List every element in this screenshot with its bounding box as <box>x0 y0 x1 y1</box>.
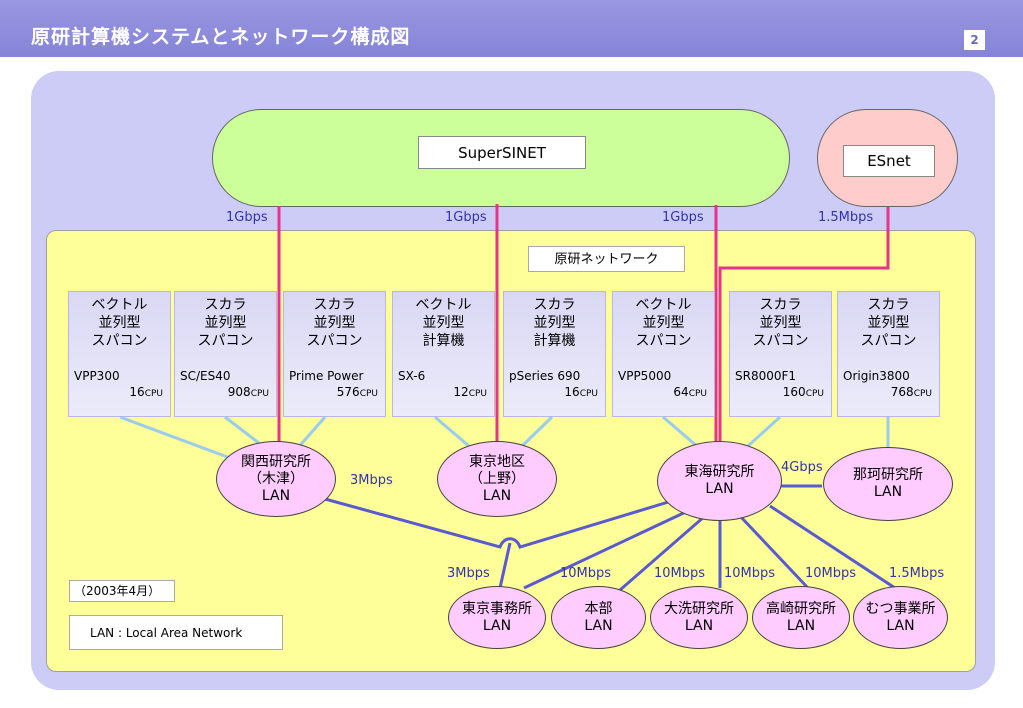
uplink-speed-tokyo: 1Gbps <box>445 210 487 225</box>
computer-cpu: 576CPU <box>336 385 378 399</box>
computer-type: スカラ 並列型 スパコン <box>197 297 254 349</box>
uplink-speed-esnet: 1.5Mbps <box>818 210 874 225</box>
computer-type: ベクトル 並列型 スパコン <box>635 297 692 349</box>
uplink-tokai-esnet <box>718 207 890 443</box>
speed-kansai-tokai: 3Mbps <box>350 473 393 488</box>
supersinet-label: SuperSINET <box>418 136 586 169</box>
computer-cpu: 768CPU <box>890 385 932 399</box>
speed-tokai-naka: 4Gbps <box>781 460 823 475</box>
lan-honbu: 本部 LAN <box>551 586 646 649</box>
computer-model: pSeries 690 <box>509 369 581 383</box>
link-sr8000-tokai <box>746 415 782 448</box>
computer-type: スカラ 並列型 スパコン <box>860 297 917 349</box>
computer-vpp5000: ベクトル 並列型 スパコン VPP5000 64CPU <box>612 291 715 417</box>
computer-type: ベクトル 並列型 計算機 <box>415 297 472 349</box>
computer-cpu: 16CPU <box>129 385 163 399</box>
computer-model: VPP300 <box>74 369 120 383</box>
computer-model: SC/ES40 <box>180 369 231 383</box>
uplink-speed-kansai: 1Gbps <box>226 210 268 225</box>
link-tokai-mutsu <box>769 504 896 590</box>
link-kansai-tokai <box>324 497 676 549</box>
speed-takasaki-b: 10Mbps <box>805 566 857 581</box>
title-bar: 原研計算機システムとネットワーク構成図 2 <box>0 0 1023 57</box>
link-vpp300-kansai <box>119 415 231 460</box>
lan-links <box>324 484 896 592</box>
speed-honbu: 10Mbps <box>560 566 612 581</box>
computer-cpu: 12CPU <box>453 385 487 399</box>
speed-mutsu: 1.5Mbps <box>889 566 945 581</box>
link-tokai-takasaki-b <box>738 514 810 590</box>
computer-model: VPP5000 <box>618 369 672 383</box>
lan-naka: 那珂研究所 LAN <box>823 447 953 521</box>
computer-cpu: 908CPU <box>227 385 269 399</box>
link-vpp5000-tokai <box>662 415 699 449</box>
lan-tokyo-office: 東京事務所 LAN <box>448 586 546 649</box>
lan-mutsu: むつ事業所 LAN <box>853 586 948 649</box>
computer-cpu: 64CPU <box>673 385 707 399</box>
esnet-label: ESnet <box>843 145 935 177</box>
page-title: 原研計算機システムとネットワーク構成図 <box>31 26 411 48</box>
legend-note: LAN : Local Area Network <box>69 615 283 650</box>
speed-oarai: 10Mbps <box>654 566 706 581</box>
computer-type: スカラ 並列型 計算機 <box>533 297 576 349</box>
computer-type: スカラ 並列型 スパコン <box>306 297 363 349</box>
computer-sr8000f1: スカラ 並列型 スパコン SR8000F1 160CPU <box>729 291 832 417</box>
link-tokyo-office <box>498 542 512 589</box>
lan-takasaki: 高崎研究所 LAN <box>752 586 850 649</box>
computer-type: スカラ 並列型 スパコン <box>752 297 809 349</box>
link-pseries-tokyo <box>518 415 554 450</box>
computer-model: Origin3800 <box>843 369 910 383</box>
computer-primepower: スカラ 並列型 スパコン Prime Power 576CPU <box>283 291 386 417</box>
computer-cpu: 160CPU <box>782 385 824 399</box>
computer-model: SR8000F1 <box>735 369 797 383</box>
computer-sces40: スカラ 並列型 スパコン SC/ES40 908CPU <box>174 291 277 417</box>
lan-oarai: 大洗研究所 LAN <box>650 586 748 649</box>
computer-model: Prime Power <box>289 369 364 383</box>
lan-tokai: 東海研究所 LAN <box>657 441 782 521</box>
computer-type: ベクトル 並列型 スパコン <box>91 297 148 349</box>
lan-tokyo-area: 東京地区 （上野） LAN <box>437 441 557 517</box>
computer-pseries690: スカラ 並列型 計算機 pSeries 690 16CPU <box>503 291 606 417</box>
computer-sx6: ベクトル 並列型 計算機 SX-6 12CPU <box>392 291 495 417</box>
date-note: （2003年4月） <box>69 580 175 602</box>
computer-origin3800: スカラ 並列型 スパコン Origin3800 768CPU <box>837 291 940 417</box>
lan-kansai: 関西研究所 （木津） LAN <box>216 441 336 517</box>
page-number: 2 <box>964 30 985 50</box>
computer-model: SX-6 <box>398 369 426 383</box>
speed-tokyo-office: 3Mbps <box>447 566 490 581</box>
link-sx6-tokyo <box>434 415 471 449</box>
speed-takasaki-a: 10Mbps <box>724 566 776 581</box>
uplinks <box>277 204 890 443</box>
link-tokai-oarai <box>619 514 706 592</box>
computer-vpp300: ベクトル 並列型 スパコン VPP300 16CPU <box>68 291 171 417</box>
uplink-speed-tokai: 1Gbps <box>662 210 704 225</box>
jaeri-network-label: 原研ネットワーク <box>528 246 685 272</box>
computer-cpu: 16CPU <box>564 385 598 399</box>
link-tokai-honbu <box>523 508 691 590</box>
